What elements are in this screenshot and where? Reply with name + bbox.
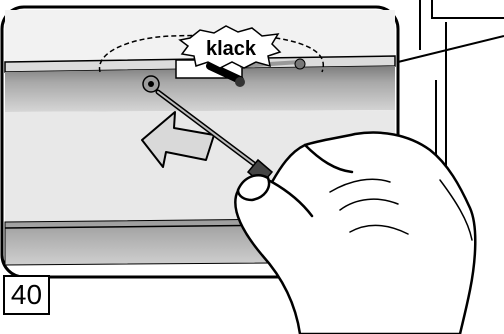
step-number: 40 [10,279,43,310]
push-arrow-icon [141,111,215,168]
screw-hole [142,75,160,93]
sound-effect-label: klack [206,38,257,60]
sound-burst: klack [178,25,282,69]
hand [234,131,477,334]
cabinet-outline [397,0,504,190]
step-number-box: 40 [3,275,50,315]
